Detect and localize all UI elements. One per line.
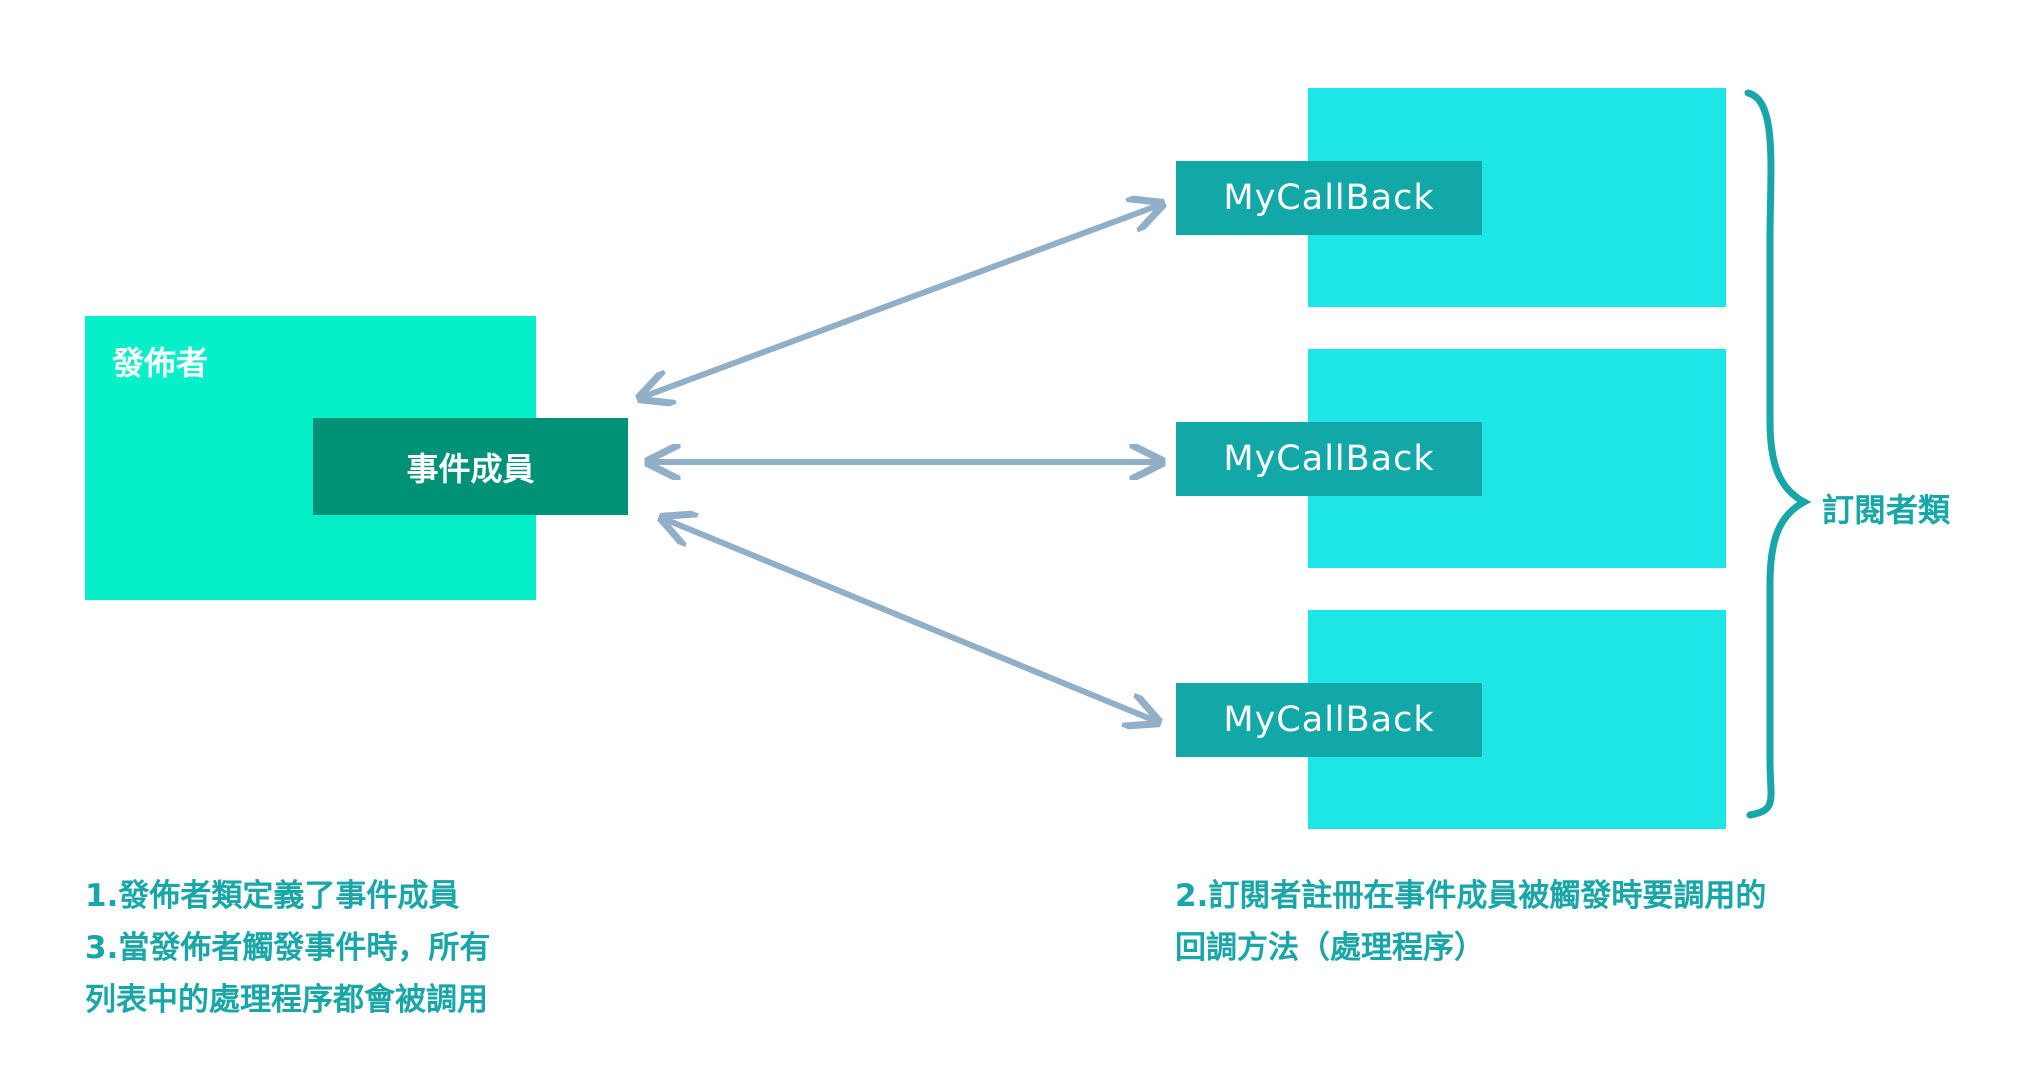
note-left-line-2: 3.當發佈者觸發事件時，所有 — [85, 930, 491, 966]
note-right: 2.訂閱者註冊在事件成員被觸發時要調用的 回調方法（處理程序） — [1175, 870, 1766, 974]
callback-box-3: MyCallBack — [1176, 683, 1482, 757]
arrow-bottom — [662, 518, 1158, 722]
subscriber-brace — [1744, 89, 1812, 819]
callback-box-2: MyCallBack — [1176, 422, 1482, 496]
note-right-line-1: 2.訂閱者註冊在事件成員被觸發時要調用的 — [1175, 878, 1767, 914]
note-right-line-2: 回調方法（處理程序） — [1175, 930, 1485, 966]
note-left: 1.發佈者類定義了事件成員 3.當發佈者觸發事件時，所有 列表中的處理程序都會被… — [85, 870, 490, 1026]
arrow-top — [640, 204, 1162, 398]
callback-box-1: MyCallBack — [1176, 161, 1482, 235]
note-left-line-1: 1.發佈者類定義了事件成員 — [85, 878, 460, 914]
subscriber-label: 訂閱者類 — [1822, 491, 1951, 529]
event-member-box: 事件成員 — [313, 418, 628, 515]
publisher-label: 發佈者 — [112, 344, 209, 382]
note-left-line-3: 列表中的處理程序都會被調用 — [85, 982, 488, 1018]
